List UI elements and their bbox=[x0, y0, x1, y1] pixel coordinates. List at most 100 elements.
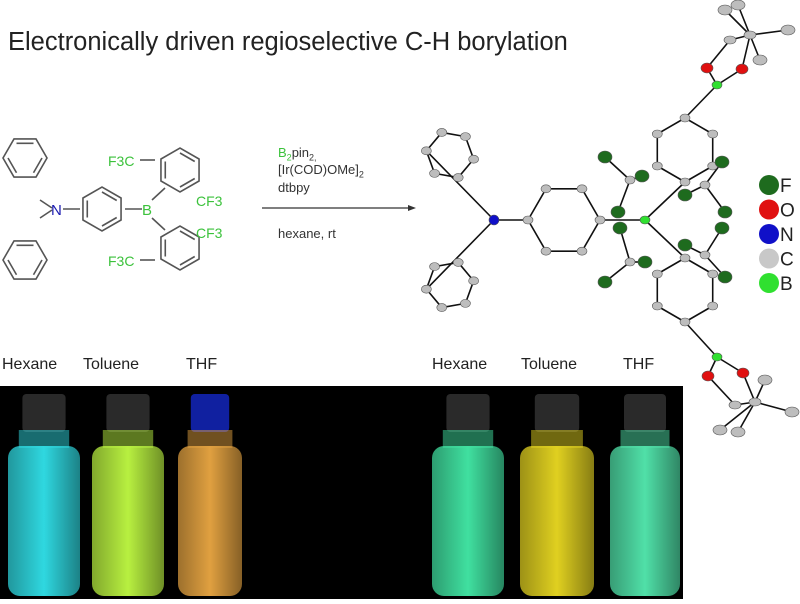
double-bond bbox=[179, 177, 196, 188]
double-bond bbox=[7, 157, 18, 174]
bond bbox=[684, 321, 718, 358]
vial bbox=[8, 394, 80, 596]
atom bbox=[452, 173, 464, 182]
vial-cap bbox=[446, 394, 490, 432]
bond bbox=[684, 305, 714, 323]
vial-body bbox=[432, 446, 504, 596]
atom bbox=[723, 35, 737, 45]
atom bbox=[421, 146, 432, 156]
label-toluene-right: Toluene bbox=[521, 356, 578, 373]
vial-body bbox=[178, 446, 242, 596]
atom bbox=[679, 113, 691, 123]
vial-neck bbox=[442, 430, 494, 448]
atom bbox=[634, 169, 650, 183]
reagent-b: B bbox=[278, 145, 287, 160]
page-title: Electronically driven regioselective C-H… bbox=[8, 28, 568, 56]
atom bbox=[707, 269, 719, 279]
vial bbox=[610, 394, 680, 596]
catalyst-text: [Ir(COD)OMe] bbox=[278, 162, 359, 177]
atom bbox=[711, 80, 723, 90]
atom bbox=[699, 180, 711, 190]
benzene-ring bbox=[82, 186, 122, 232]
group-cf3-top: CF3 bbox=[196, 193, 223, 209]
atom bbox=[679, 317, 691, 327]
legend-label-n: N bbox=[780, 225, 794, 246]
atom bbox=[436, 303, 448, 312]
catalyst-sub: 2 bbox=[358, 169, 364, 180]
atom bbox=[736, 367, 750, 379]
reaction-solvent: hexane, rt bbox=[278, 226, 336, 241]
atom bbox=[624, 175, 636, 185]
bond bbox=[706, 39, 731, 69]
atom bbox=[712, 424, 728, 436]
legend-label-f: F bbox=[780, 176, 792, 197]
bond bbox=[425, 150, 495, 221]
legend-swatch-b bbox=[759, 273, 779, 293]
bond bbox=[684, 84, 718, 119]
double-bond bbox=[179, 152, 196, 163]
vial-body bbox=[8, 446, 80, 596]
vial-body bbox=[92, 446, 164, 596]
bond bbox=[581, 219, 601, 252]
bond bbox=[741, 34, 751, 70]
bond bbox=[151, 217, 166, 231]
atom bbox=[651, 269, 663, 279]
legend-label-o: O bbox=[780, 201, 795, 222]
vial-body bbox=[610, 446, 680, 596]
bond bbox=[684, 165, 714, 183]
reagent-pin: pin bbox=[291, 145, 310, 160]
bond bbox=[656, 165, 686, 183]
atom bbox=[468, 276, 479, 286]
vial-neck bbox=[620, 430, 670, 448]
vial-cap bbox=[22, 394, 66, 432]
atom bbox=[748, 397, 762, 407]
atom-n: N bbox=[51, 202, 62, 219]
benzene-ring bbox=[160, 225, 200, 271]
atom bbox=[624, 257, 636, 267]
vial-cap bbox=[106, 394, 150, 432]
atom bbox=[597, 150, 613, 164]
atom bbox=[421, 284, 432, 294]
legend-label-c: C bbox=[780, 250, 794, 271]
atom bbox=[728, 400, 742, 410]
double-bond bbox=[179, 230, 196, 241]
vial bbox=[178, 394, 242, 596]
double-bond bbox=[7, 259, 18, 276]
atom bbox=[780, 24, 796, 36]
atom bbox=[784, 406, 800, 418]
label-thf-right: THF bbox=[623, 356, 655, 373]
reagent-ligand: dtbpy bbox=[278, 180, 310, 195]
atom bbox=[717, 4, 733, 16]
atom bbox=[677, 238, 693, 252]
reactant-structure: N B F3C CF3 CF3 F3C bbox=[2, 138, 223, 280]
legend-swatch-c bbox=[759, 248, 779, 269]
bond bbox=[644, 219, 686, 259]
double-bond bbox=[101, 216, 118, 227]
atom bbox=[452, 258, 464, 267]
atom bbox=[730, 426, 746, 438]
bond bbox=[707, 375, 736, 406]
vial-cap bbox=[190, 394, 230, 432]
benzene-ring bbox=[160, 147, 200, 193]
atom bbox=[699, 250, 711, 260]
label-hexane-left: Hexane bbox=[2, 356, 58, 373]
group-cf3-bottom: CF3 bbox=[196, 225, 223, 241]
double-bond bbox=[32, 259, 43, 276]
atom bbox=[576, 184, 588, 194]
bond bbox=[527, 188, 547, 221]
double-bond bbox=[179, 255, 196, 266]
legend-swatch-o bbox=[759, 199, 779, 220]
bond bbox=[656, 305, 686, 323]
double-bond bbox=[32, 157, 43, 174]
vial-neck bbox=[102, 430, 154, 448]
bond bbox=[684, 257, 714, 275]
bond bbox=[644, 181, 686, 221]
label-toluene-left: Toluene bbox=[83, 356, 140, 373]
bond bbox=[581, 188, 601, 221]
atom bbox=[612, 221, 628, 235]
bond bbox=[656, 257, 686, 275]
vial bbox=[432, 394, 504, 596]
atom bbox=[610, 205, 626, 219]
atom bbox=[522, 215, 534, 225]
bond bbox=[39, 209, 53, 219]
